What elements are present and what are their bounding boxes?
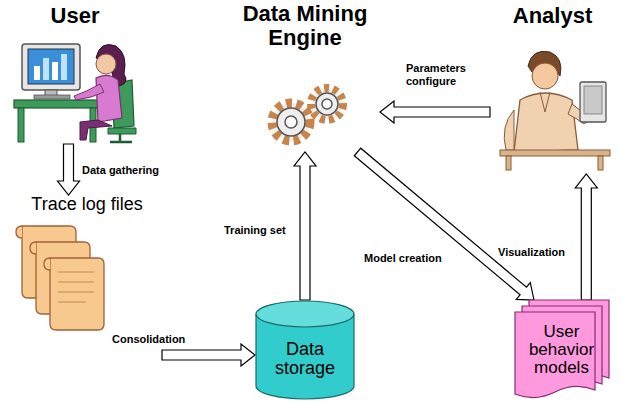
node-heading: User (10, 4, 140, 28)
scroll-icons (16, 226, 104, 330)
analyst-icon (500, 51, 610, 170)
edge-label: Visualization (496, 246, 567, 259)
gears-icon (272, 88, 343, 141)
node-text: User behavior models (517, 323, 606, 377)
analyst-node: Analyst (490, 4, 615, 174)
block-arrow (162, 344, 255, 366)
block-arrow (575, 174, 597, 300)
edge-label: Consolidation (110, 333, 187, 346)
edge-label: Model creation (362, 252, 444, 265)
user-node: User (10, 4, 140, 144)
node-heading: Analyst (490, 4, 615, 28)
engine-node: Data Mining Engine (230, 2, 380, 152)
edge-label: Parameters configure (404, 62, 486, 88)
node-text: Data storage (261, 340, 349, 378)
model-pages: User behavior models (515, 300, 610, 400)
data-storage-cylinder: Data storage (255, 300, 355, 400)
edge-label: Training set (222, 224, 288, 237)
node-heading: Trace log files (12, 195, 162, 215)
block-arrow (354, 148, 534, 300)
block-arrow (294, 152, 316, 300)
block-arrow (58, 144, 80, 195)
block-arrow (380, 101, 490, 123)
user-icon (14, 44, 136, 142)
edge-label: Data gathering (80, 164, 161, 177)
node-heading: Data Mining Engine (230, 2, 380, 50)
